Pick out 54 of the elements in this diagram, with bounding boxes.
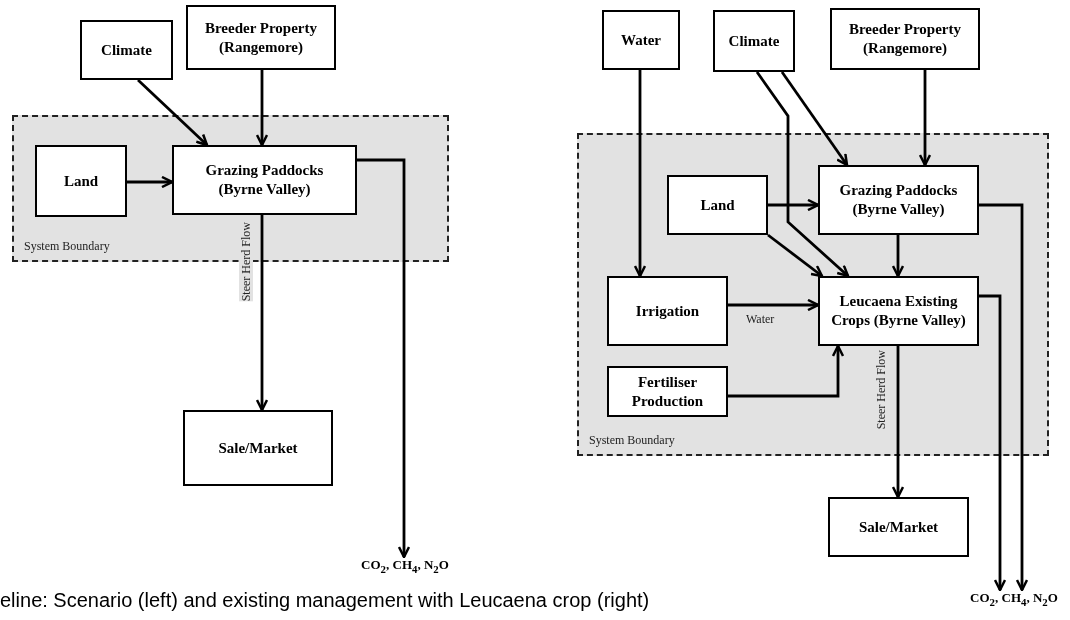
box-label: Climate	[728, 31, 780, 51]
arrow	[891, 346, 905, 499]
emissions-text: CO$_{2}$, CH$_{4}$, N$_{2}$O	[340, 557, 470, 579]
box-label: Sale/Market	[858, 517, 939, 537]
process-box	[172, 145, 357, 215]
box-label: Breeder Property (Rangemore)	[847, 20, 962, 58]
arrow	[137, 78, 209, 147]
caption: eline: Scenario (left) and existing management with Leucaena crop (right)	[0, 588, 650, 612]
box-label: Irrigation	[635, 301, 700, 321]
boundary-label: System Boundary	[24, 239, 110, 254]
edge-label: Water	[746, 312, 775, 326]
boundary-label: System Boundary	[589, 433, 675, 448]
arrow	[755, 71, 850, 278]
box-label: Grazing Paddocks (Byrne Valley)	[204, 161, 325, 199]
process-box	[80, 20, 173, 80]
arrow	[127, 175, 174, 189]
process-box	[667, 175, 768, 235]
process-box	[607, 366, 728, 417]
process-box	[602, 10, 680, 70]
process-box	[607, 276, 728, 346]
box-label: Water	[621, 30, 661, 50]
arrow	[979, 203, 1029, 592]
arrow	[918, 70, 932, 167]
box-label: Grazing Paddocks (Byrne Valley)	[838, 181, 959, 219]
emissions-text: CO$_{2}$, CH$_{4}$, N$_{2}$O	[958, 590, 1070, 610]
process-box	[828, 497, 969, 557]
box-label: Leucaena Existing Crops (Byrne Valley)	[830, 292, 967, 330]
arrow	[255, 70, 269, 147]
process-box	[35, 145, 127, 217]
box-label: Sale/Market	[218, 438, 298, 458]
edge-label: Steer Herd Flow	[874, 350, 888, 430]
arrow	[728, 344, 845, 398]
process-box	[818, 165, 979, 235]
process-box	[186, 5, 336, 70]
arrow	[780, 71, 849, 167]
arrow	[891, 235, 905, 278]
edge-label: Steer Herd Flow	[239, 222, 253, 302]
arrow	[979, 294, 1007, 592]
process-box	[818, 276, 979, 346]
arrow	[768, 198, 820, 212]
arrow	[357, 158, 411, 559]
process-box	[183, 410, 333, 486]
box-label: Breeder Property (Rangemore)	[203, 18, 318, 57]
arrow	[255, 215, 269, 412]
box-label: Climate	[101, 40, 152, 60]
arrow	[767, 233, 824, 278]
box-label: Land	[700, 195, 735, 215]
arrow	[633, 70, 647, 278]
box-label: Fertiliser Production	[630, 372, 705, 411]
box-label: Land	[63, 171, 99, 191]
system-boundary	[577, 133, 1049, 456]
process-box	[713, 10, 795, 72]
arrow	[728, 298, 820, 312]
process-box	[830, 8, 980, 70]
